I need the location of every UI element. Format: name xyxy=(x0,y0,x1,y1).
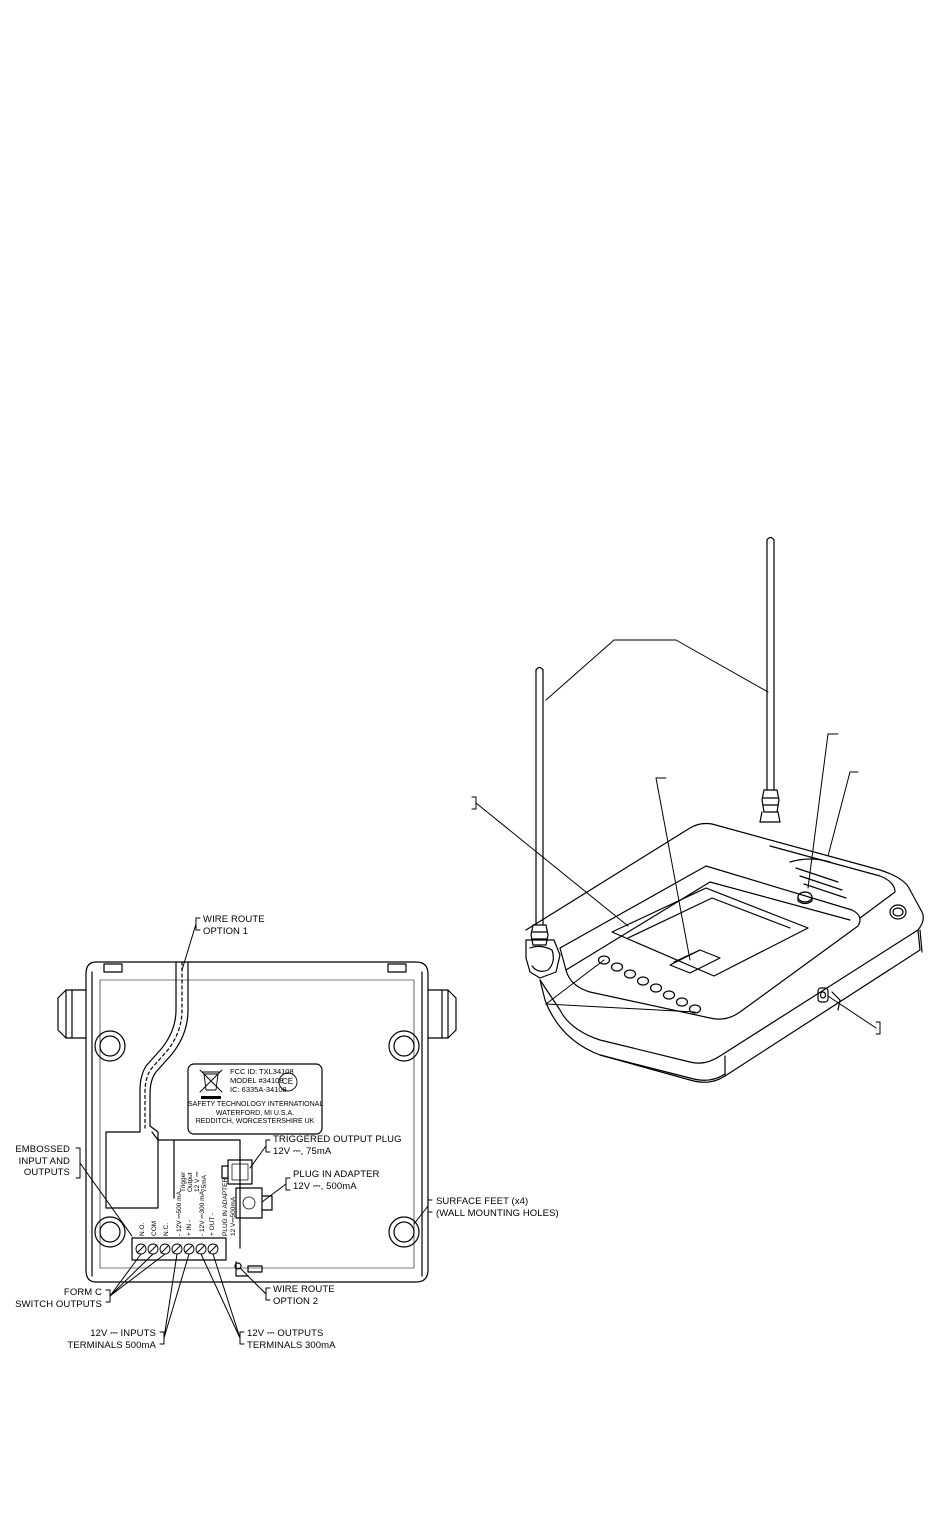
embossed-in-rating: - 12V ⎓500 mA + IN - xyxy=(175,1191,195,1236)
label-line: SURFACE FEET (x4) xyxy=(436,1196,529,1207)
label-line: OUTPUTS xyxy=(23,1167,70,1178)
receiver-top-view xyxy=(471,536,924,1083)
nameplate xyxy=(187,1063,323,1135)
label-wire-route-option-2: WIRE ROUTE OPTION 2 xyxy=(273,1284,335,1307)
terminal-screws xyxy=(135,1243,219,1255)
model-number: MODEL #34108 xyxy=(230,1075,284,1085)
label-line: SWITCH OUTPUTS xyxy=(15,1298,102,1310)
label-line: 12V ⎓, 500mA xyxy=(293,1180,357,1192)
embossed-plug-adapter: PLUG IN ADAPTER 12 V⎓500mA xyxy=(222,1178,238,1236)
top-view-leaders xyxy=(471,639,881,1035)
receiver-bottom-view xyxy=(57,917,457,1345)
embossed-trigger-output: Trigger Output 12 V ⎓ 75mA xyxy=(180,1172,208,1192)
embossed-no-com-nc: N.O. COM N.C. xyxy=(137,1221,173,1236)
keypad-buttons xyxy=(597,955,702,1014)
emboss-line: + IN - xyxy=(186,1219,193,1236)
embossed-out-rating: - 12V ⎓300 mA + OUT - xyxy=(198,1191,218,1236)
label-plug-in-adapter: PLUG IN ADAPTER 12V ⎓, 500mA xyxy=(293,1169,380,1192)
label-triggered-output-plug: TRIGGERED OUTPUT PLUG 12V ⎓, 75mA xyxy=(273,1134,402,1157)
label-line: 12V ⎓ INPUTS xyxy=(90,1328,156,1339)
label-line: WIRE ROUTE xyxy=(273,1284,335,1295)
label-embossed-inputs-outputs: EMBOSSED INPUT AND OUTPUTS xyxy=(15,1144,70,1179)
label-line: OPTION 1 xyxy=(203,925,249,937)
emboss-line: N.O. xyxy=(139,1222,146,1236)
ce-mark: CE xyxy=(282,1077,294,1086)
label-line: TERMINALS 500mA xyxy=(67,1339,156,1351)
ic-number: IC: 6335A-34108 xyxy=(230,1084,287,1094)
label-line: TERMINALS 300mA xyxy=(247,1339,336,1351)
fcc-id: FCC ID: TXL34108 xyxy=(230,1067,294,1076)
label-line: 12V ⎓, 75mA xyxy=(273,1145,332,1157)
emboss-line: PLUG IN ADAPTER xyxy=(222,1177,229,1236)
emboss-line: 12 V⎓500mA xyxy=(230,1196,237,1236)
label-line: PLUG IN ADAPTER xyxy=(293,1169,380,1180)
label-outputs-terminals: 12V ⎓ OUTPUTS TERMINALS 300mA xyxy=(247,1328,336,1351)
label-form-c-switch-outputs: FORM C SWITCH OUTPUTS xyxy=(15,1287,102,1310)
emboss-line: - 12V ⎓500 mA xyxy=(176,1191,183,1236)
maker-city-us: WATERFORD, MI U.S.A. xyxy=(215,1109,295,1117)
label-line: EMBOSSED xyxy=(15,1144,70,1155)
label-line: WIRE ROUTE xyxy=(203,914,265,925)
maker-name: SAFETY TECHNOLOGY INTERNATIONAL xyxy=(188,1101,324,1108)
receiver-body xyxy=(525,822,924,1083)
nameplate-ids: FCC ID: TXL34108 MODEL #34108 IC: 6335A-… xyxy=(230,1067,294,1094)
nameplate-maker: SAFETY TECHNOLOGY INTERNATIONAL WATERFOR… xyxy=(188,1101,324,1127)
left-antenna xyxy=(525,666,561,979)
maker-city-uk: REDDITCH, WORCESTERSHIRE UK xyxy=(195,1118,315,1126)
bottom-view-leaders xyxy=(75,917,433,1345)
emboss-line: N.C. xyxy=(163,1223,170,1236)
label-line: INPUT AND xyxy=(18,1155,70,1167)
surface-feet xyxy=(94,1030,420,1248)
emboss-line: Trigger xyxy=(180,1171,187,1192)
label-wire-route-option-1: WIRE ROUTE OPTION 1 xyxy=(203,914,265,937)
emboss-line: 12 V ⎓ xyxy=(194,1171,201,1192)
emboss-line: COM xyxy=(151,1220,158,1236)
emboss-line: Output xyxy=(187,1172,194,1192)
emboss-line: + OUT - xyxy=(209,1212,216,1236)
label-line: 12V ⎓ OUTPUTS xyxy=(247,1328,324,1339)
label-line: OPTION 2 xyxy=(273,1295,319,1307)
label-surface-feet: SURFACE FEET (x4) (WALL MOUNTING HOLES) xyxy=(436,1196,559,1219)
label-line: (WALL MOUNTING HOLES) xyxy=(436,1207,559,1219)
label-inputs-terminals: 12V ⎓ INPUTS TERMINALS 500mA xyxy=(67,1328,156,1351)
emboss-line: - 12V ⎓300 mA xyxy=(199,1191,206,1236)
label-line: TRIGGERED OUTPUT PLUG xyxy=(273,1134,402,1145)
emboss-line: 75mA xyxy=(201,1175,208,1192)
label-line: FORM C xyxy=(63,1287,102,1298)
right-antenna xyxy=(759,536,781,823)
